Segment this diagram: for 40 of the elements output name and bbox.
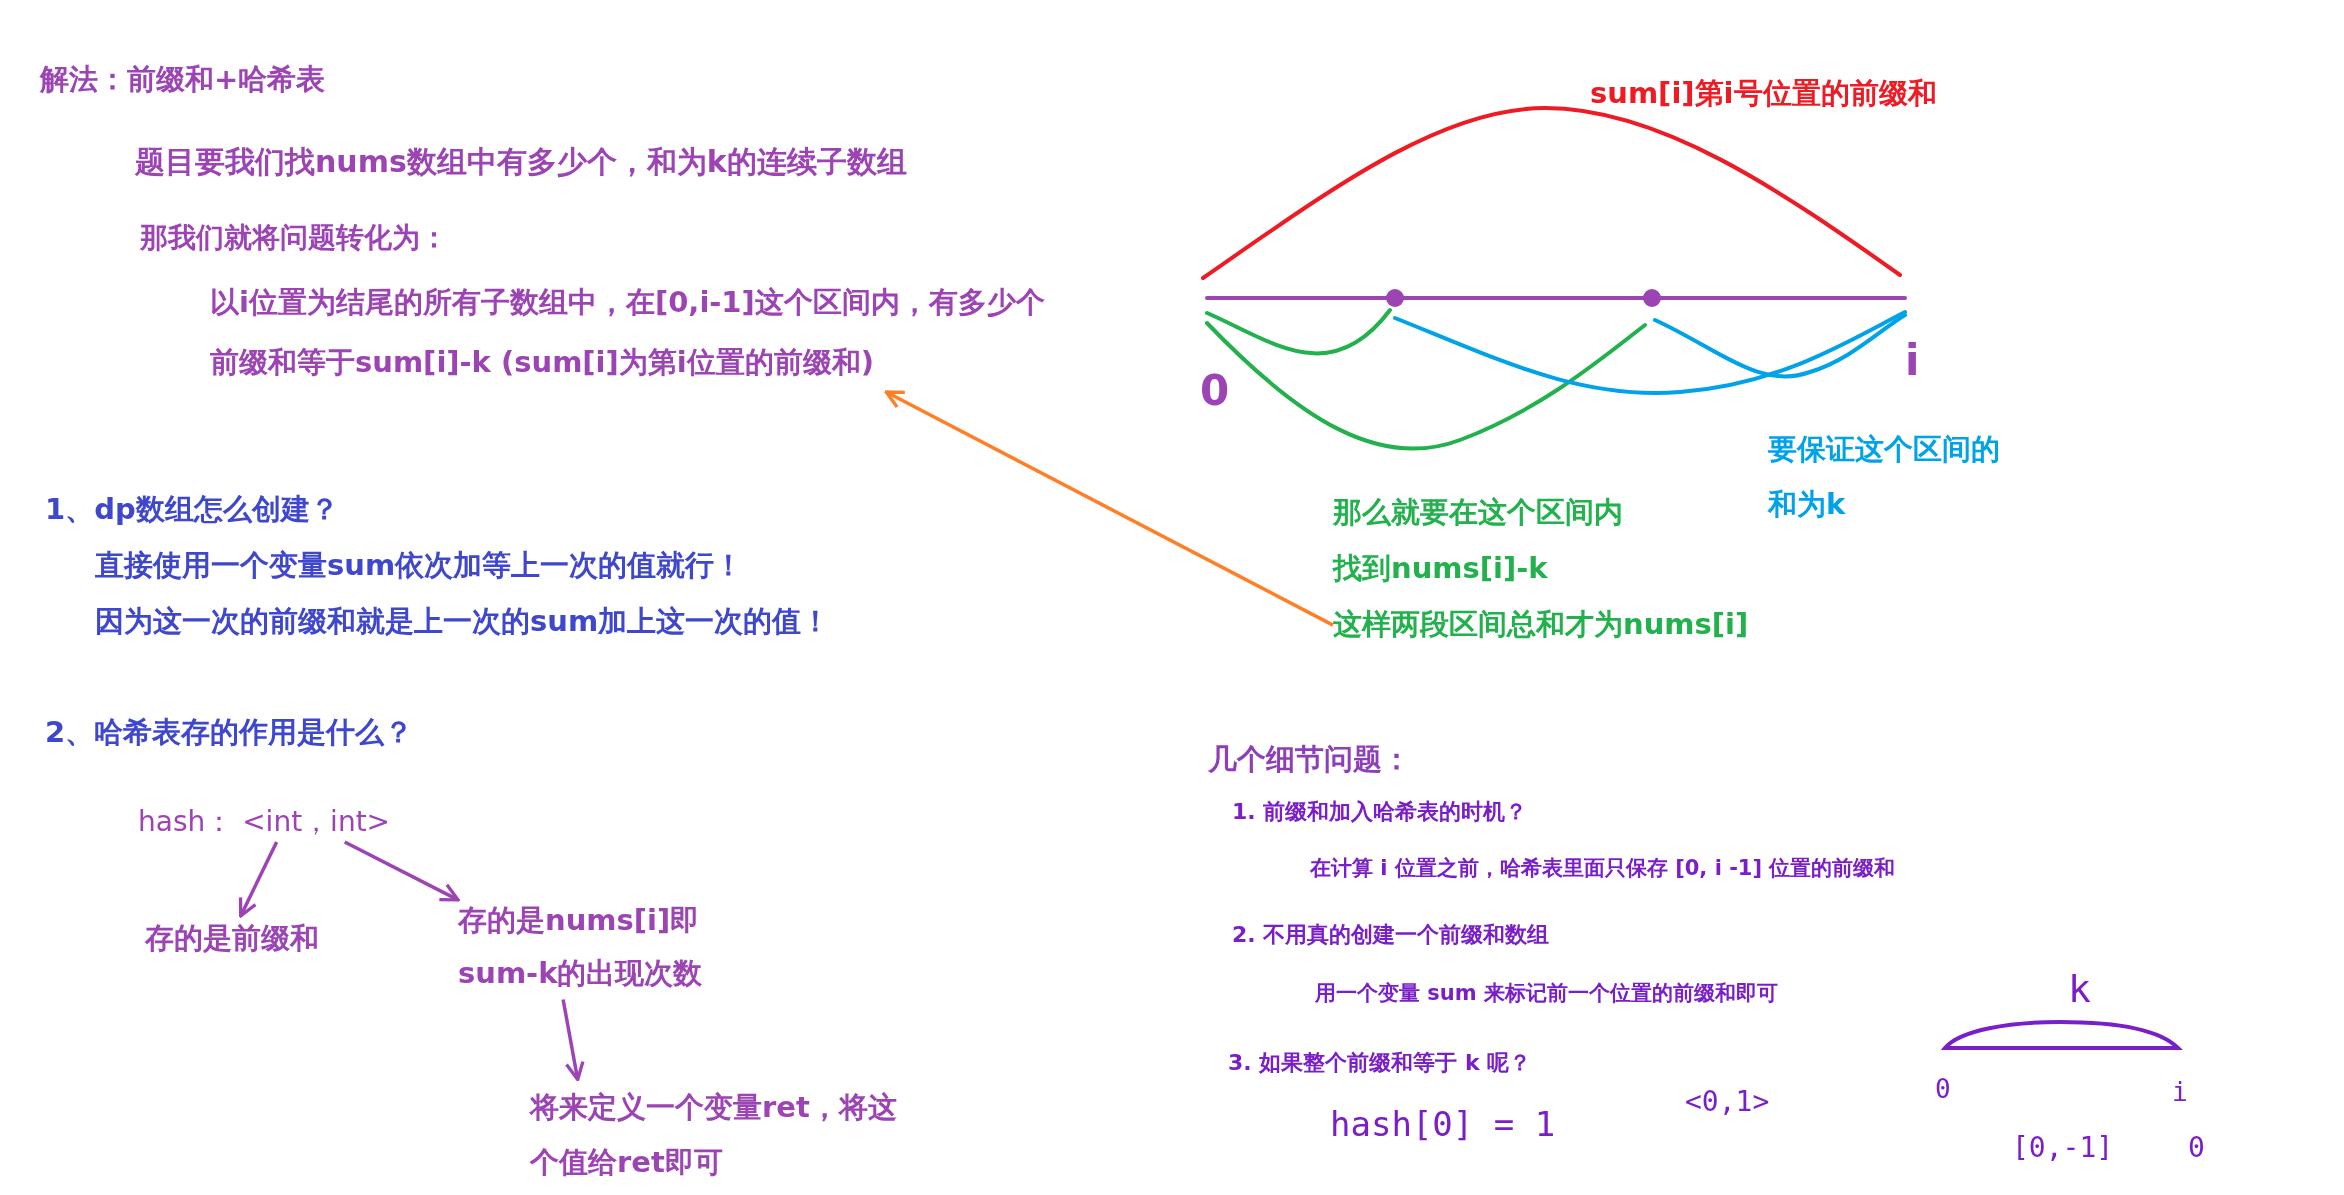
- handwritten-note: k: [2068, 966, 2091, 1014]
- arrow: [884, 390, 1334, 627]
- note-text: 存的是nums[i]即: [458, 901, 700, 939]
- note-text: 直接使用一个变量sum依次加等上一次的值就行！: [95, 547, 744, 585]
- note-text: 在计算 i 位置之前，哈希表里面只保存 [0, i -1] 位置的前缀和: [1310, 854, 1896, 882]
- note-text: 因为这一次的前缀和就是上一次的sum加上这一次的值！: [95, 603, 831, 641]
- note-text: 解法：前缀和+哈希表: [40, 61, 326, 99]
- note-text: 几个细节问题：: [1208, 741, 1411, 779]
- note-text: hash： <int，int>: [138, 804, 391, 840]
- note-text: sum[i]第i号位置的前缀和: [1590, 75, 1937, 113]
- handwritten-note: <0,1>: [1685, 1083, 1770, 1120]
- handwritten-note: i: [2172, 1076, 2188, 1110]
- note-text: 用一个变量 sum 来标记前一个位置的前缀和即可: [1315, 979, 1778, 1007]
- note-text: 题目要我们找nums数组中有多少个，和为k的连续子数组: [135, 142, 907, 181]
- note-text: 以i位置为结尾的所有子数组中，在[0,i-1]这个区间内，有多少个: [210, 284, 1045, 321]
- note-text: 2. 不用真的创建一个前缀和数组: [1232, 921, 1550, 950]
- note-text: 那么就要在这个区间内: [1333, 494, 1623, 531]
- arrow: [343, 840, 460, 902]
- note-text: 1、dp数组怎么创建？: [45, 491, 339, 529]
- handwritten-note: hash[0] = 1: [1330, 1102, 1556, 1146]
- note-text: 存的是前缀和: [145, 920, 319, 957]
- note-text: 找到nums[i]-k: [1333, 550, 1548, 587]
- note-text: sum-k的出现次数: [458, 954, 703, 992]
- note-text: 这样两段区间总和才为nums[i]: [1333, 606, 1749, 643]
- note-text: 1. 前缀和加入哈希表的时机？: [1232, 798, 1528, 827]
- note-text: 要保证这个区间的: [1768, 431, 2000, 469]
- handwritten-note: [0,-1]: [2012, 1129, 2114, 1166]
- handwritten-note: 0: [1935, 1073, 1951, 1107]
- note-text: 3. 如果整个前缀和等于 k 呢？: [1228, 1049, 1532, 1078]
- note-text: 那我们就将问题转化为：: [140, 219, 448, 256]
- arrow: [561, 999, 585, 1082]
- note-text: 和为k: [1768, 486, 1846, 524]
- note-text: 0: [1200, 365, 1230, 418]
- arrow: [238, 841, 279, 918]
- note-text: 前缀和等于sum[i]-k (sum[i]为第i位置的前缀和): [210, 344, 874, 381]
- note-text: 2、哈希表存的作用是什么？: [45, 714, 414, 752]
- note-text: 将来定义一个变量ret，将这: [530, 1088, 897, 1126]
- handwritten-note: 0: [2188, 1129, 2205, 1166]
- note-text: 个值给ret即可: [530, 1143, 723, 1181]
- note-text: i: [1905, 335, 1920, 388]
